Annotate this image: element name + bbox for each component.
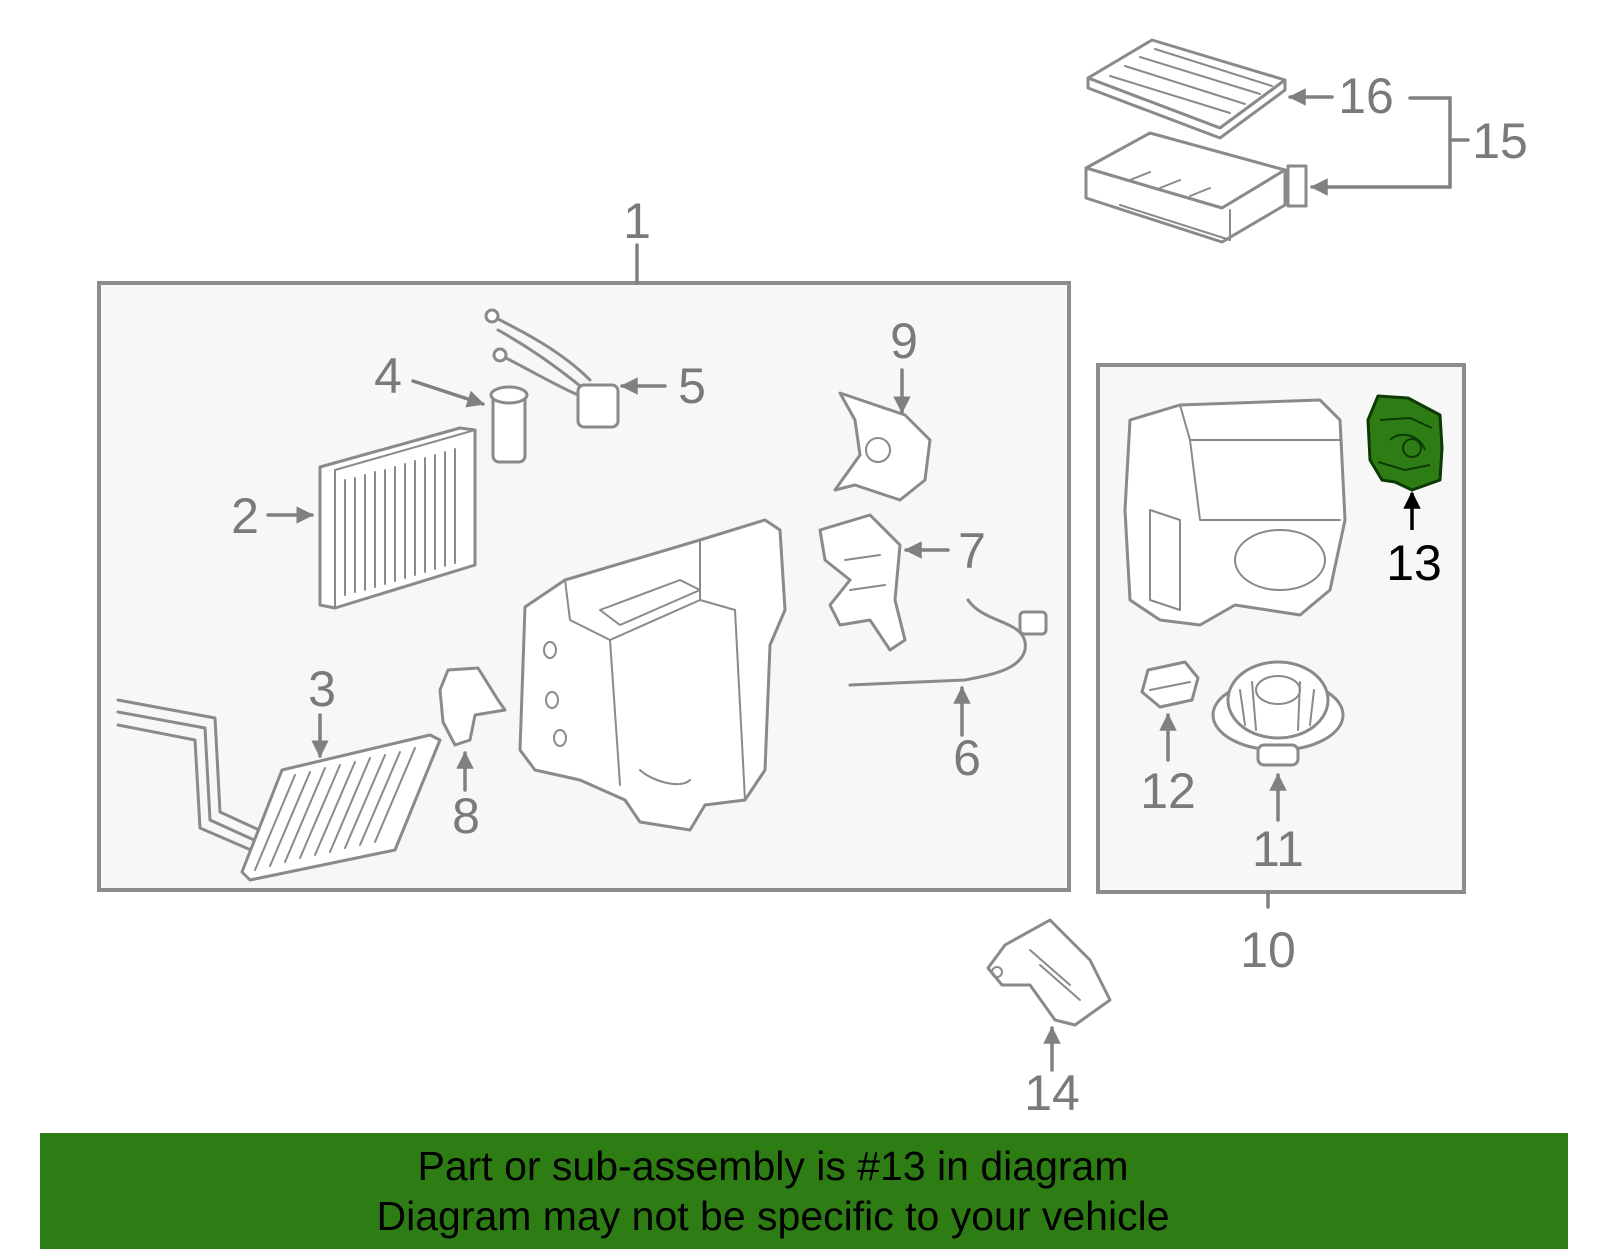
- part-15-filter-housing[interactable]: [1084, 131, 1308, 244]
- callout-5: 5: [678, 358, 706, 414]
- callout-4: 4: [374, 348, 402, 404]
- part-2-evaporator-core[interactable]: [318, 426, 477, 610]
- part-9-servo-motor[interactable]: [833, 391, 932, 502]
- callout-9: 9: [890, 313, 918, 369]
- part-16-filter-element[interactable]: [1086, 38, 1287, 140]
- callout-6: 6: [953, 730, 981, 786]
- callout-3: 3: [308, 661, 336, 717]
- part-4-expansion-valve[interactable]: [489, 385, 529, 464]
- part-6-thermistor[interactable]: [848, 598, 1048, 687]
- callout-12: 12: [1140, 763, 1196, 819]
- banner-line-2: Diagram may not be specific to your vehi…: [376, 1193, 1170, 1239]
- hvac-housing: [518, 518, 787, 832]
- callout-1: 1: [623, 193, 651, 249]
- leader-4: [411, 379, 485, 408]
- callout-16: 16: [1338, 68, 1394, 124]
- callout-15: 15: [1472, 113, 1528, 169]
- part-info-banner: Part or sub-assembly is #13 in diagram D…: [40, 1133, 1568, 1249]
- callout-13: 13: [1386, 535, 1442, 591]
- part-5-tube-assembly[interactable]: [484, 308, 620, 429]
- banner-line-1: Part or sub-assembly is #13 in diagram: [417, 1143, 1129, 1189]
- callout-2: 2: [231, 488, 259, 544]
- blower-case: [1123, 398, 1347, 627]
- callout-11: 11: [1252, 821, 1304, 877]
- callout-8: 8: [452, 788, 480, 844]
- part-7-servo-motor[interactable]: [818, 513, 907, 652]
- callout-10: 10: [1240, 922, 1296, 978]
- part-14-control-module[interactable]: [986, 918, 1112, 1027]
- part-11-blower-motor[interactable]: [1211, 660, 1345, 767]
- part-8-mode-motor[interactable]: [438, 666, 507, 747]
- callout-7: 7: [958, 523, 986, 579]
- bracket-15: [1408, 96, 1452, 189]
- callout-14: 14: [1024, 1065, 1080, 1121]
- part-13-highlighted[interactable]: [1366, 394, 1444, 492]
- part-12-resistor[interactable]: [1140, 660, 1200, 709]
- part-3-heater-core[interactable]: [116, 698, 442, 882]
